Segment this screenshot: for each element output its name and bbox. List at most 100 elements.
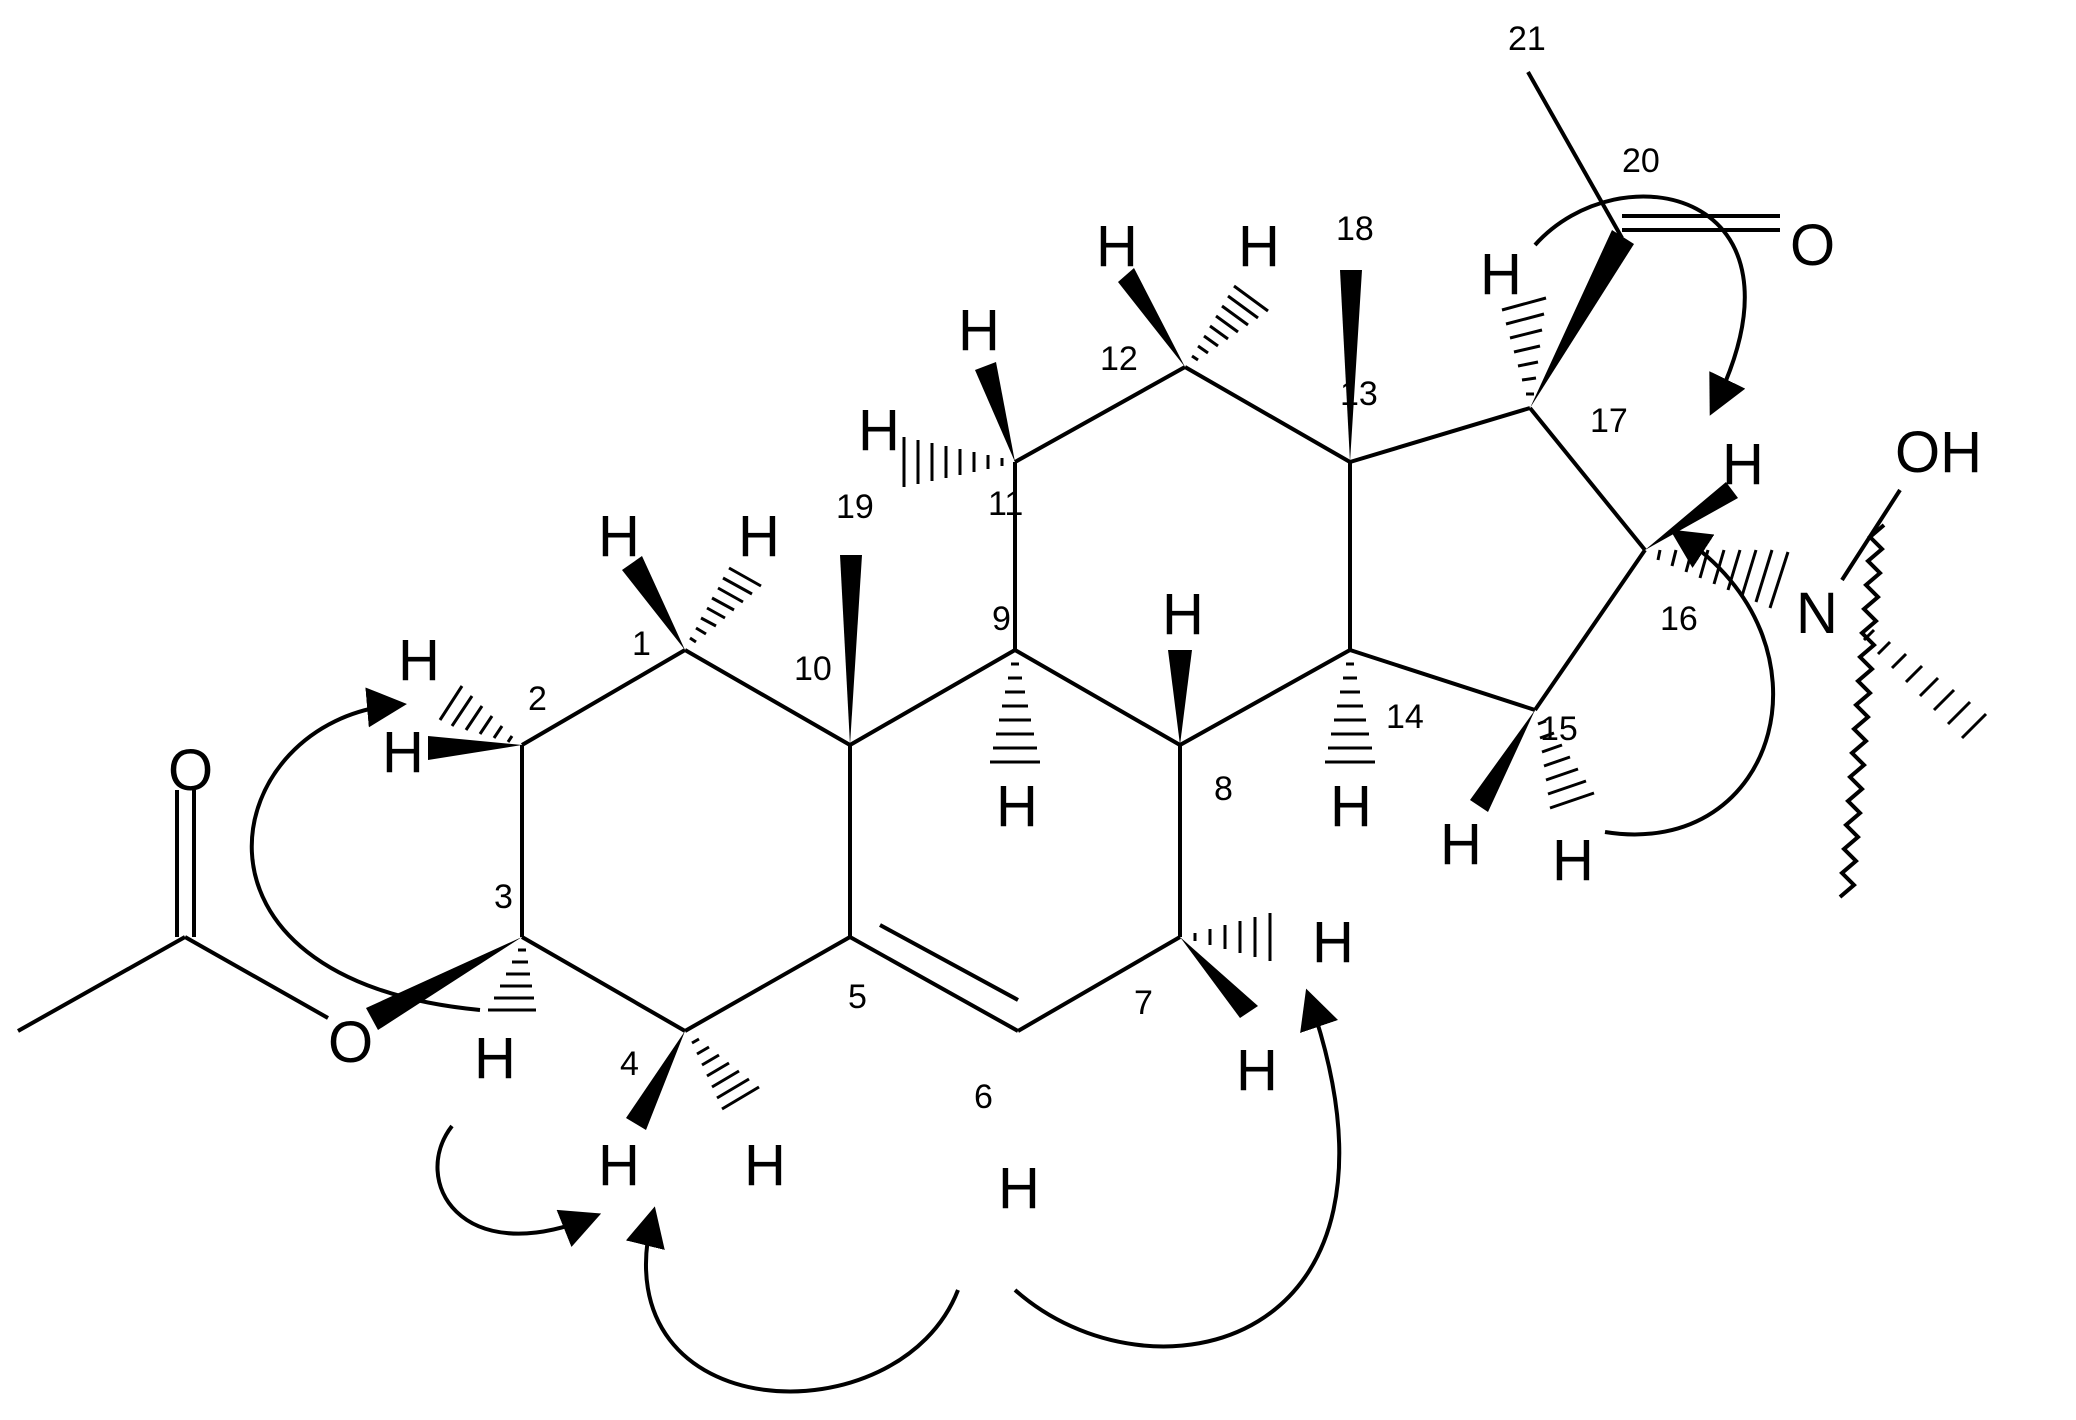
arrow-h15-to-h16 bbox=[1604, 529, 1776, 837]
bond-c17-c16 bbox=[1528, 406, 1647, 552]
locant-13: 13 bbox=[1340, 375, 1378, 413]
locant-18: 18 bbox=[1336, 210, 1374, 248]
locant-17: 17 bbox=[1590, 402, 1628, 440]
arrow-h3-to-h4 bbox=[435, 1124, 602, 1247]
bond-c3-c4 bbox=[521, 935, 686, 1033]
hash-c14-h bbox=[1325, 662, 1375, 764]
h12b-label: H bbox=[1238, 214, 1280, 279]
h11b-label: H bbox=[858, 398, 900, 463]
locant-9: 9 bbox=[992, 600, 1011, 638]
locant-10: 10 bbox=[794, 650, 832, 688]
bond-c15-c14 bbox=[1349, 648, 1536, 712]
locant-1: 1 bbox=[632, 625, 651, 663]
bond-c4-c5 bbox=[684, 935, 851, 1033]
h6-label: H bbox=[998, 1156, 1040, 1221]
bond-c16-c15 bbox=[1533, 548, 1647, 712]
arrow-h17-to-c20 bbox=[1533, 194, 1747, 416]
locant-15: 15 bbox=[1540, 710, 1578, 748]
wedge-c16-h bbox=[1645, 482, 1738, 550]
bond-c10-c1 bbox=[684, 648, 851, 747]
locant-20: 20 bbox=[1622, 142, 1660, 180]
hash-c11-h bbox=[902, 437, 1004, 487]
bond-c6-c7 bbox=[1016, 935, 1182, 1033]
locant-14: 14 bbox=[1386, 698, 1424, 736]
wedge-c12-h bbox=[1118, 268, 1185, 367]
hash-c12-h bbox=[1191, 284, 1269, 362]
hash-c9-h bbox=[990, 662, 1040, 764]
h4b-label: H bbox=[744, 1133, 786, 1198]
nitrogen-label: N bbox=[1796, 581, 1838, 646]
wedge-c4-h bbox=[626, 1031, 685, 1130]
h3-label: H bbox=[474, 1026, 516, 1091]
bond-c8-c9 bbox=[1014, 648, 1181, 747]
locant-5: 5 bbox=[848, 978, 867, 1016]
wedge-c13-methyl bbox=[1340, 270, 1362, 462]
bond-c5-c6 bbox=[849, 935, 1019, 1033]
locant-6: 6 bbox=[974, 1078, 993, 1116]
oxygen-acetyl-carbonyl-label: O bbox=[168, 738, 213, 803]
wedge-c15-h bbox=[1470, 710, 1535, 812]
locant-12: 12 bbox=[1100, 340, 1138, 378]
locant-2: 2 bbox=[528, 680, 547, 718]
bond-c20-c21 bbox=[1526, 71, 1624, 239]
bond-c11-c12 bbox=[1014, 365, 1186, 464]
wavy-attachment-line bbox=[1838, 523, 1886, 899]
bond-c14-c8 bbox=[1179, 648, 1351, 747]
h15a-label: H bbox=[1440, 812, 1482, 877]
locant-16: 16 bbox=[1660, 600, 1698, 638]
h9-label: H bbox=[996, 774, 1038, 839]
correlation-arrows bbox=[249, 194, 1776, 1394]
h2b-label: H bbox=[382, 720, 424, 785]
locant-19: 19 bbox=[836, 488, 874, 526]
hash-c2-h bbox=[438, 685, 514, 743]
bond-acetate-c-o-ester bbox=[184, 935, 329, 1020]
hash-c7-h bbox=[1193, 913, 1272, 961]
wedge-c10-methyl bbox=[840, 555, 862, 745]
arrow-h3-to-h2 bbox=[249, 687, 481, 1012]
atom-labels: O O O N OH H H H H H H H H H H H H H H H… bbox=[168, 213, 1982, 1221]
locant-3: 3 bbox=[494, 878, 513, 916]
h14-label: H bbox=[1330, 774, 1372, 839]
locant-8: 8 bbox=[1214, 770, 1233, 808]
wedge-c11-h bbox=[975, 362, 1015, 462]
bond-c9-c10 bbox=[849, 648, 1016, 747]
h11a-label: H bbox=[958, 298, 1000, 363]
h8-label: H bbox=[1162, 582, 1204, 647]
hash-c1-h bbox=[689, 566, 762, 644]
bond-c13-c17 bbox=[1349, 406, 1531, 464]
arrow-h6-to-h4 bbox=[625, 1206, 960, 1394]
hashed-bonds bbox=[438, 284, 1988, 1111]
locant-numbers: 1 2 3 4 5 6 7 8 9 10 11 12 13 14 15 16 1… bbox=[494, 20, 1698, 1116]
wedge-c17-acetyl bbox=[1530, 230, 1634, 408]
h17-label: H bbox=[1480, 242, 1522, 307]
h16-label: H bbox=[1722, 432, 1764, 497]
bond-c5-c6-second bbox=[879, 923, 1019, 1002]
wedge-bonds bbox=[366, 230, 1738, 1130]
wedge-c8-h bbox=[1168, 650, 1192, 745]
hydroxyl-label: OH bbox=[1895, 420, 1982, 485]
skeleton-bonds bbox=[17, 71, 1902, 1033]
h7b-label: H bbox=[1236, 1038, 1278, 1103]
h12a-label: H bbox=[1096, 214, 1138, 279]
h2a-label: H bbox=[398, 628, 440, 693]
hash-c4-h bbox=[691, 1037, 760, 1111]
bond-c12-c13 bbox=[1184, 365, 1351, 464]
wedge-c2-h bbox=[428, 736, 522, 760]
wedge-c3-oxygen bbox=[366, 937, 522, 1030]
hash-c3-h bbox=[488, 948, 536, 1012]
locant-21: 21 bbox=[1508, 20, 1546, 58]
h7a-label: H bbox=[1312, 910, 1354, 975]
locant-7: 7 bbox=[1134, 984, 1153, 1022]
h15b-label: H bbox=[1552, 828, 1594, 893]
h1b-label: H bbox=[738, 504, 780, 569]
wedge-c7-h bbox=[1180, 937, 1258, 1018]
hash-c15-h bbox=[1537, 719, 1595, 810]
h1a-label: H bbox=[598, 504, 640, 569]
h4a-label: H bbox=[598, 1133, 640, 1198]
arrow-h6-to-h7 bbox=[1013, 988, 1342, 1349]
oxygen-ketone-label: O bbox=[1790, 213, 1835, 278]
oxygen-ester-label: O bbox=[328, 1010, 373, 1075]
hash-c17-h bbox=[1501, 296, 1547, 396]
locant-11: 11 bbox=[988, 485, 1023, 523]
